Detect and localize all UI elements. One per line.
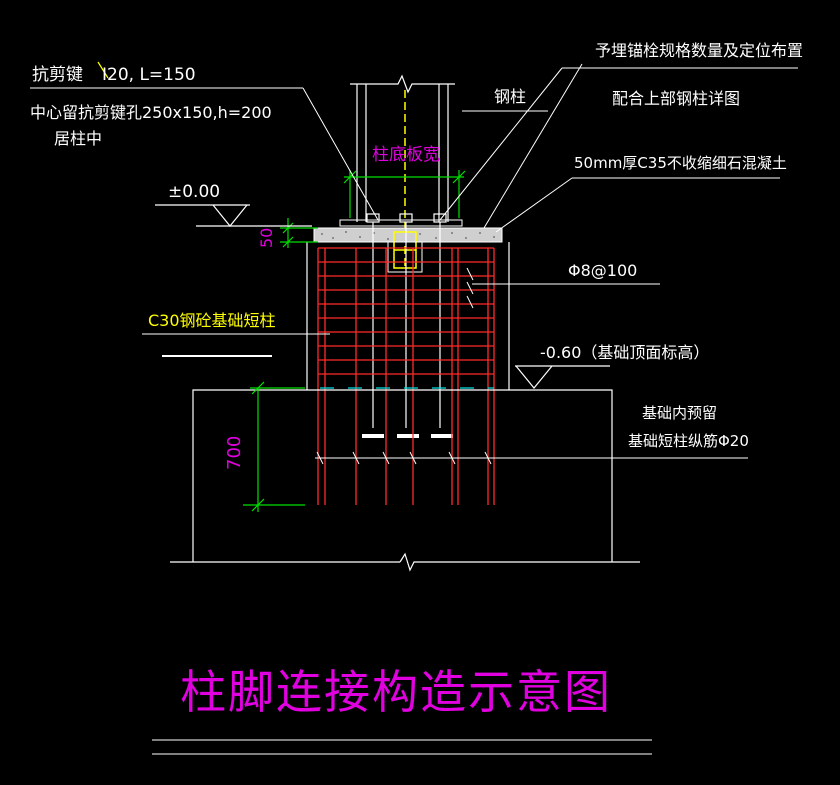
shear-key-spec: I20, L=150	[102, 65, 196, 85]
pedestal-rebar	[317, 247, 495, 505]
anchor-bolts	[372, 222, 441, 428]
steel-column-label: 钢柱	[494, 87, 526, 106]
foundation-block	[170, 389, 640, 572]
anchor-bolt-note-2: 配合上部钢柱详图	[612, 89, 740, 108]
leader-lines	[30, 63, 798, 459]
title-underlines	[152, 739, 652, 755]
shear-key	[393, 231, 417, 269]
grout-label: 50mm厚C35不收缩细石混凝土	[574, 154, 787, 172]
elevation-top-label: -0.60（基础顶面标高）	[540, 343, 709, 362]
shear-key-label: 抗剪键	[32, 65, 83, 85]
grout-thickness-dim	[280, 218, 318, 248]
grout-dim-label: 50	[257, 228, 276, 248]
embed-dim-label: 700	[224, 436, 245, 470]
anchor-bolt-plates	[362, 434, 453, 438]
shear-key-center-label: 居柱中	[54, 129, 102, 148]
elevation-top-mark	[515, 365, 610, 389]
elevation-zero-label: ±0.00	[168, 182, 220, 202]
base-plate-width-label: 柱底板宽	[372, 145, 440, 165]
base-plate	[313, 219, 503, 243]
shear-key-hole-label: 中心留抗剪键孔250x150,h=200	[30, 103, 272, 122]
drawing-title: 柱脚连接构造示意图	[180, 665, 612, 719]
leader-yellow	[97, 61, 109, 79]
rebar-leader-ticks	[316, 451, 492, 465]
rebar-note-1: 基础内预留	[642, 404, 717, 422]
rebar-note-2: 基础短柱纵筋Φ20	[628, 432, 749, 450]
elevation-zero-mark	[155, 204, 312, 227]
pedestal	[306, 242, 510, 390]
stirrup-leader-ticks	[466, 267, 474, 309]
embed-length-dim	[243, 381, 305, 512]
base-plate-width-dim	[343, 170, 466, 218]
pedestal-label: C30钢砼基础短柱	[148, 311, 276, 330]
anchor-bolt-note-1: 予埋锚栓规格数量及定位布置	[595, 41, 803, 60]
shear-key-hole	[387, 241, 423, 273]
stirrup-label: Φ8@100	[568, 261, 637, 280]
